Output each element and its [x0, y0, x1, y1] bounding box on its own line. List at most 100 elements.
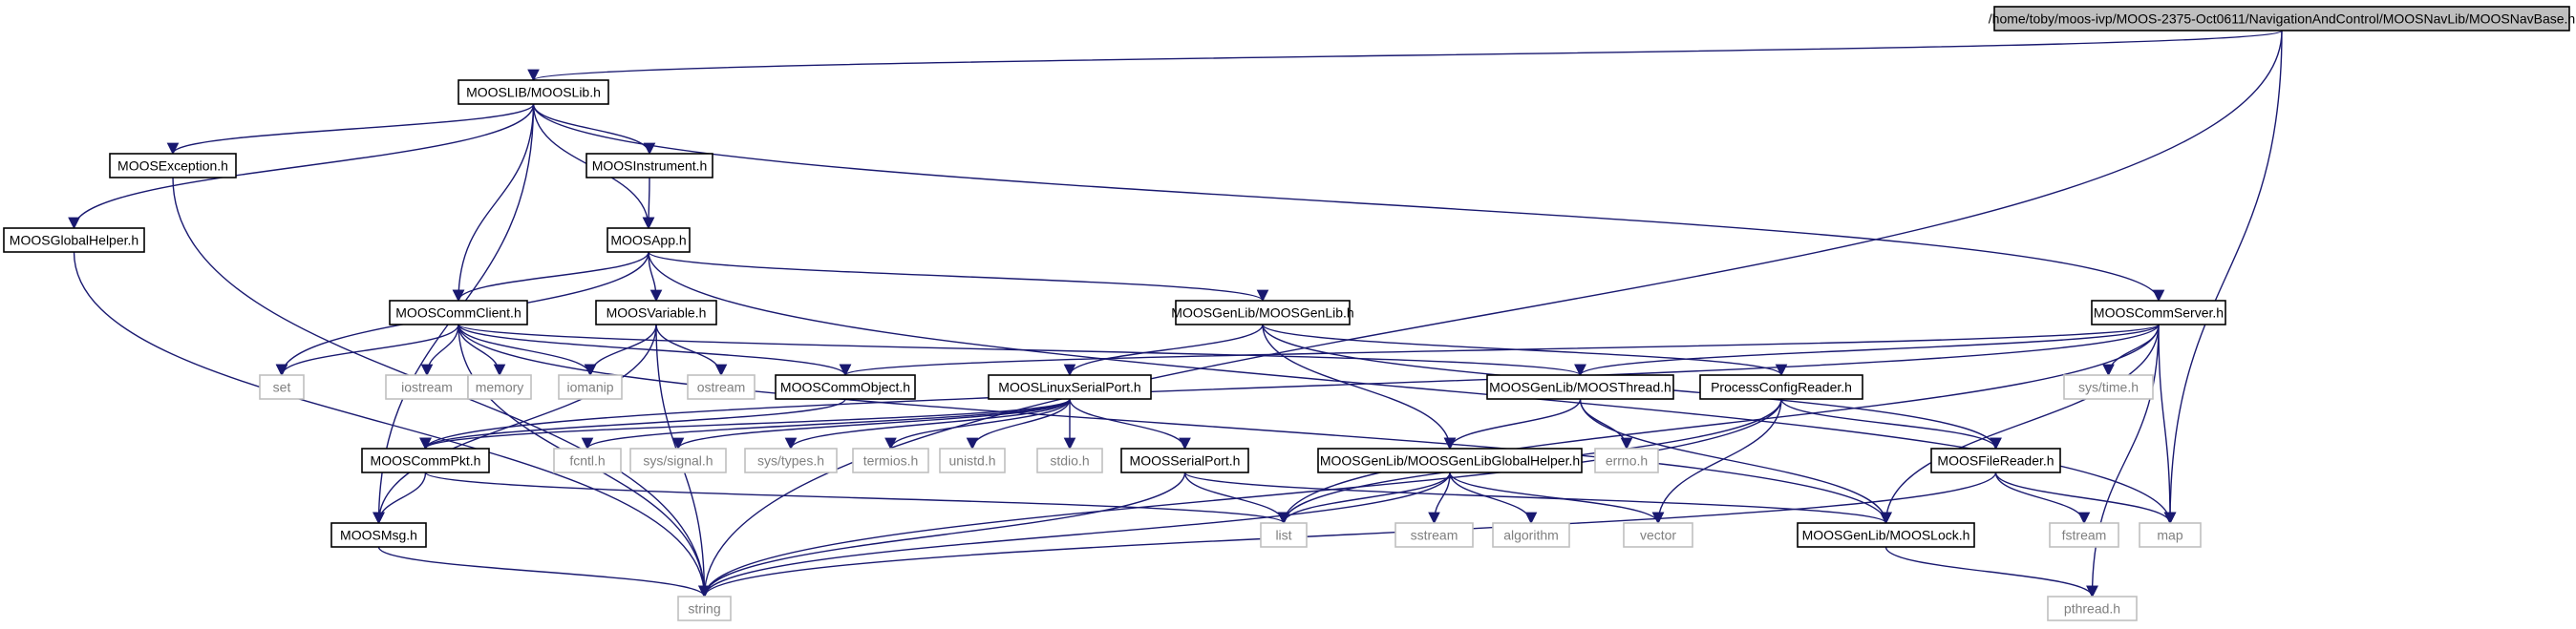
node-mooslib[interactable]: MOOSLIB/MOOSLib.h	[458, 79, 609, 105]
edge-mooslock-to-pthread	[1884, 546, 2098, 598]
edge-mooscommserver-to-mooscommpkt	[419, 324, 2160, 451]
node-list: list	[1260, 522, 1308, 548]
node-ostream: ostream	[687, 374, 756, 400]
edge-mooslinuxserialport-to-mooscommpkt	[419, 398, 1071, 451]
node-moosmsg[interactable]: MOOSMsg.h	[330, 522, 427, 548]
node-moosexception[interactable]: MOOSException.h	[109, 153, 237, 178]
node-box	[939, 448, 1006, 473]
edge-moosfilereader-to-map	[1994, 472, 2177, 525]
node-box	[1486, 374, 1674, 400]
node-moosgenlib[interactable]: MOOSGenLib/MOOSGenLib.h	[1171, 300, 1354, 325]
node-box	[585, 153, 713, 178]
node-box	[595, 300, 717, 325]
node-label: MOOSGenLib/MOOSThread.h	[1489, 380, 1671, 395]
node-label: /home/toby/moos-ivp/MOOS-2375-Oct0611/Na…	[1989, 11, 2575, 27]
node-box	[1317, 448, 1583, 473]
node-label: MOOSGenLib/MOOSGenLibGlobalHelper.h	[1320, 453, 1580, 469]
node-mooslock[interactable]: MOOSGenLib/MOOSLock.h	[1797, 522, 1975, 548]
node-systypes: sys/types.h	[744, 448, 838, 473]
node-moosfilereader[interactable]: MOOSFileReader.h	[1930, 448, 2061, 473]
edge-moosglobalhelper-to-string	[73, 251, 711, 598]
edge-moosapp-to-map	[648, 251, 2177, 525]
node-set: set	[259, 374, 305, 400]
node-label: MOOSLinuxSerialPort.h	[998, 380, 1140, 395]
node-box	[385, 374, 469, 400]
node-systime: sys/time.h	[2063, 374, 2154, 400]
node-label: MOOSInstrument.h	[592, 158, 708, 174]
node-mooslinuxserialport[interactable]: MOOSLinuxSerialPort.h	[988, 374, 1152, 400]
node-label: sys/types.h	[757, 453, 824, 469]
edge-moosserialport-to-string	[698, 472, 1186, 598]
node-moosthread[interactable]: MOOSGenLib/MOOSThread.h	[1486, 374, 1674, 400]
edge-moosgenlibglobalhelper-to-vector	[1449, 472, 1665, 525]
edge-moosgenlibglobalhelper-to-string	[698, 472, 1451, 598]
edge-moosfilereader-to-string	[698, 472, 1997, 598]
node-label: sys/signal.h	[643, 453, 713, 469]
node-processconfigreader[interactable]: ProcessConfigReader.h	[1699, 374, 1863, 400]
edge-moosgenlib-to-moosgenlibglobalhelper	[1262, 324, 1457, 451]
edge-moosthread-to-mooslock	[1579, 398, 1892, 525]
edge-moosfilereader-to-fstream	[1994, 472, 2091, 525]
edge-moosapp-to-mooscommclient	[452, 251, 649, 303]
node-box	[1394, 522, 1474, 548]
node-moosgenlibglobalhelper[interactable]: MOOSGenLib/MOOSGenLibGlobalHelper.h	[1317, 448, 1583, 473]
edge-moosvariable-to-iomanip	[584, 324, 657, 377]
edge-moosgenlib-to-mooslinuxserialport	[1063, 324, 1264, 377]
node-box	[1175, 300, 1351, 325]
edge-mooscommpkt-to-moosmsg	[373, 472, 427, 525]
edge-mooslinuxserialport-to-syssignal	[671, 398, 1071, 451]
node-mooscommclient[interactable]: MOOSCommClient.h	[389, 300, 528, 325]
node-label: MOOSGenLib/MOOSGenLib.h	[1171, 305, 1353, 321]
node-root[interactable]: /home/toby/moos-ivp/MOOS-2375-Oct0611/Na…	[1989, 6, 2575, 31]
node-box	[677, 596, 732, 621]
edge-mooscommclient-to-mooslock	[458, 324, 1892, 525]
edge-mooslib-to-moosexception	[166, 103, 535, 156]
node-fstream: fstream	[2049, 522, 2119, 548]
edge-mooscommserver-to-pthread	[2086, 324, 2160, 598]
edge-mooslinuxserialport-to-moosserialport	[1069, 398, 1191, 451]
edge-mooscommobject-to-mooscommpkt	[419, 398, 846, 451]
node-label: MOOSLIB/MOOSLib.h	[466, 85, 601, 100]
edge-root-to-map	[2163, 30, 2283, 525]
node-label: stdio.h	[1050, 453, 1089, 469]
node-label: MOOSApp.h	[610, 233, 686, 248]
node-box	[553, 448, 622, 473]
edge-mooscommserver-to-mooslock	[1880, 324, 2160, 525]
node-label: MOOSException.h	[117, 158, 228, 174]
node-box	[988, 374, 1152, 400]
node-moosserialport[interactable]: MOOSSerialPort.h	[1120, 448, 1249, 473]
node-moosinstrument[interactable]: MOOSInstrument.h	[585, 153, 713, 178]
edge-moosmsg-to-string	[377, 546, 711, 598]
node-algorithm: algorithm	[1492, 522, 1570, 548]
node-box	[775, 374, 916, 400]
node-label: MOOSCommPkt.h	[371, 453, 481, 469]
node-box	[458, 79, 609, 105]
node-mooscommobject[interactable]: MOOSCommObject.h	[775, 374, 916, 400]
node-box	[744, 448, 838, 473]
node-label: termios.h	[863, 453, 919, 469]
node-label: fstream	[2062, 528, 2107, 543]
node-moosapp[interactable]: MOOSApp.h	[607, 227, 691, 253]
edge-mooscommserver-to-list	[1277, 324, 2160, 525]
edge-processconfigreader-to-moosfilereader	[1780, 398, 2002, 451]
node-label: fcntl.h	[569, 453, 605, 469]
node-box	[1623, 522, 1693, 548]
node-moosvariable[interactable]: MOOSVariable.h	[595, 300, 717, 325]
edge-mooscommclient-to-set	[275, 324, 459, 377]
edge-moosserialport-to-list	[1183, 472, 1290, 525]
edge-moosvariable-to-ostream	[655, 324, 728, 377]
node-label: MOOSGenLib/MOOSLock.h	[1802, 528, 1970, 543]
edge-moosvariable-to-moosmsg	[373, 324, 657, 525]
node-mooscommserver[interactable]: MOOSCommServer.h	[2091, 300, 2226, 325]
node-box	[259, 374, 305, 400]
edge-mooscommclient-to-moosthread	[458, 324, 1586, 377]
edge-mooscommpkt-to-list	[424, 472, 1289, 525]
node-mooscommpkt[interactable]: MOOSCommPkt.h	[361, 448, 490, 473]
node-box	[3, 227, 145, 253]
node-label: memory	[476, 380, 524, 395]
node-label: map	[2157, 528, 2182, 543]
node-unistd: unistd.h	[939, 448, 1006, 473]
node-moosglobalhelper[interactable]: MOOSGlobalHelper.h	[3, 227, 145, 253]
node-box	[1120, 448, 1249, 473]
